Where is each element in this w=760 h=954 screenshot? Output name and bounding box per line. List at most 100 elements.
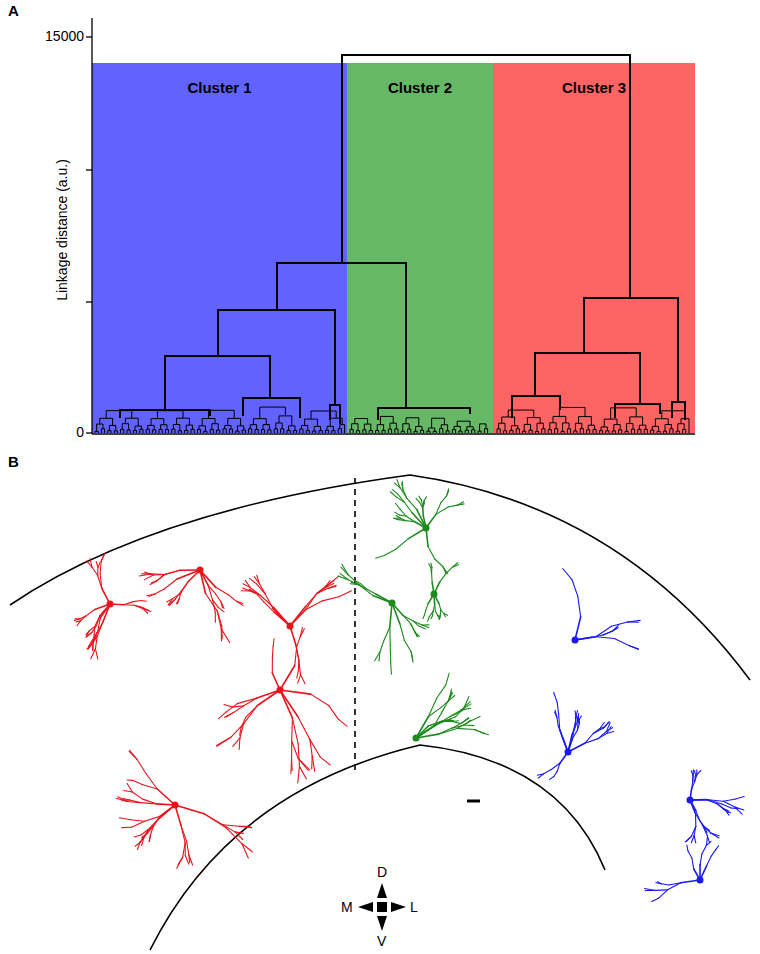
- dendrite: [88, 644, 92, 649]
- dendrogram-branch: [127, 430, 130, 433]
- dendrogram-branch: [441, 425, 447, 431]
- cluster-label: Cluster 1: [92, 79, 347, 96]
- dendrite: [243, 584, 250, 588]
- dendrite: [697, 770, 701, 775]
- dendrite: [707, 856, 712, 866]
- dendrite: [435, 611, 437, 615]
- dendrite: [216, 587, 228, 594]
- dendrite: [310, 740, 320, 757]
- dendrogram-branch: [655, 419, 668, 427]
- dendrogram-branch: [652, 426, 658, 431]
- dendrogram-branch: [502, 417, 515, 426]
- dendrite: [291, 741, 292, 759]
- dendrogram-branch: [428, 428, 434, 431]
- dendrite: [438, 615, 440, 619]
- dendrogram-branch: [524, 424, 530, 431]
- dendrite: [320, 757, 330, 765]
- dendrogram-branch: [237, 426, 243, 431]
- soma: [565, 749, 572, 756]
- soma: [687, 797, 694, 804]
- dendrogram-branch: [537, 423, 543, 431]
- dendrite: [446, 720, 452, 722]
- dendrite: [431, 616, 432, 619]
- dendrogram-branch: [459, 431, 462, 433]
- dendrite: [221, 602, 224, 608]
- dendrite: [396, 539, 409, 550]
- dendrite: [395, 503, 399, 509]
- dendrite: [440, 610, 442, 615]
- soma: [413, 735, 420, 742]
- dendrogram-branch: [125, 418, 138, 426]
- dendrite: [645, 888, 656, 890]
- dendrite: [411, 624, 415, 631]
- dendrite: [143, 609, 148, 614]
- dendrite: [292, 741, 299, 758]
- dendrite: [299, 661, 301, 675]
- cluster-band: Cluster 3: [493, 63, 695, 433]
- dendrite: [627, 620, 640, 622]
- dendrite: [422, 625, 429, 628]
- dendrogram-branch: [197, 429, 200, 433]
- dendrogram-branch: [314, 426, 320, 431]
- cluster-band: Cluster 1: [92, 63, 347, 433]
- dendrite: [257, 690, 280, 698]
- dendrite: [406, 516, 415, 522]
- dendrite: [147, 820, 157, 832]
- dendrite: [576, 711, 578, 717]
- dendrite: [736, 796, 745, 799]
- dendrite: [402, 481, 404, 489]
- dendrogram-branch: [433, 431, 436, 433]
- dendrite: [394, 518, 399, 519]
- dendrite: [217, 737, 231, 746]
- dendrite: [453, 565, 459, 567]
- dendrite: [298, 717, 310, 740]
- dendrite: [419, 496, 421, 500]
- dendrite: [244, 706, 258, 724]
- dendrite: [342, 564, 348, 575]
- dendrogram-branch: [225, 426, 231, 430]
- dendrogram-branch: [574, 431, 577, 433]
- dendrogram-branch: [202, 419, 215, 426]
- dendrite: [188, 854, 190, 862]
- dendrogram-branch: [508, 410, 534, 418]
- dendrogram-branch: [108, 431, 111, 433]
- dendrite: [76, 621, 81, 622]
- dendrogram-branch: [588, 425, 594, 430]
- dendrogram-branch: [352, 424, 358, 431]
- soma: [197, 567, 204, 574]
- dendrite: [711, 833, 719, 838]
- dendrite: [464, 724, 474, 726]
- dendrite: [389, 627, 391, 645]
- dendrite: [422, 624, 429, 625]
- dendrogram-branch: [676, 431, 679, 433]
- dendrogram-branch: [511, 426, 517, 431]
- dendrite: [686, 836, 691, 841]
- dendrogram-branch: [350, 429, 353, 433]
- dendrite: [215, 612, 216, 622]
- axis-title: Linkage distance (a.u.): [54, 159, 70, 301]
- dendrogram-branch: [229, 429, 232, 433]
- dendrite: [311, 694, 329, 705]
- dendrogram-branch: [527, 418, 540, 425]
- dendrite: [177, 857, 183, 868]
- dendrite: [629, 645, 638, 649]
- dendrite: [554, 693, 557, 703]
- dendrogram-branch: [619, 430, 622, 433]
- dendrite: [139, 574, 151, 576]
- dendrogram-branch: [663, 431, 666, 433]
- dendrite: [429, 564, 431, 568]
- dendrite: [239, 738, 241, 749]
- dendrogram-branch: [662, 411, 685, 419]
- dendrite: [692, 770, 694, 775]
- dendrite: [415, 632, 419, 636]
- dendrite: [411, 652, 413, 663]
- dendrite: [692, 775, 694, 781]
- soma: [172, 802, 179, 809]
- dendrite: [183, 843, 185, 857]
- dendrite: [348, 575, 360, 585]
- dendrite: [157, 789, 175, 805]
- dendrite: [129, 750, 136, 759]
- dendrite: [442, 700, 449, 712]
- dendrite: [700, 854, 702, 865]
- dendrogram-branch: [446, 431, 449, 433]
